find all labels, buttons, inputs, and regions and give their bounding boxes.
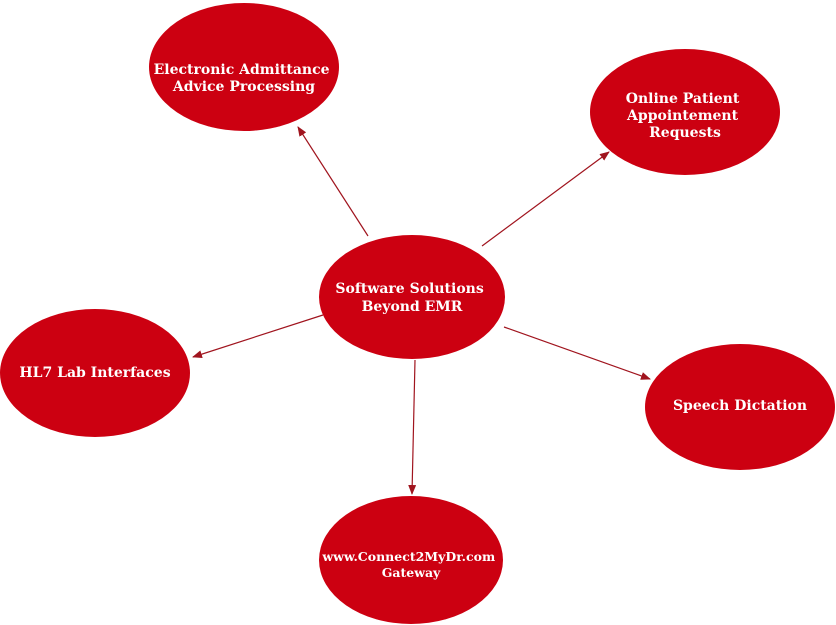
center-node: Software Solutions Beyond EMR	[319, 235, 505, 359]
node-admittance-label: Electronic Admittance Advice Processing	[154, 62, 335, 95]
node-gateway-label: www.Connect2MyDr.com Gateway	[321, 549, 499, 580]
node-admittance-label-line: Advice Processing	[172, 79, 315, 95]
connector-to-hl7	[192, 314, 324, 359]
node-appointments: Online Patient Appointement Requests	[590, 49, 780, 175]
connectors	[192, 126, 651, 495]
node-hl7-shape	[0, 309, 190, 437]
node-hl7: HL7 Lab Interfaces	[0, 309, 190, 437]
center-node-label: Software Solutions Beyond EMR	[335, 281, 488, 315]
node-speech-label: Speech Dictation	[673, 398, 807, 414]
node-appointments-label-line: Online Patient	[626, 91, 740, 107]
node-gateway: www.Connect2MyDr.com Gateway	[319, 496, 503, 624]
center-node-label-line: Beyond EMR	[362, 299, 463, 315]
node-hl7-label: HL7 Lab Interfaces	[19, 365, 170, 381]
node-admittance-label-line: Electronic Admittance	[154, 62, 330, 78]
connector-to-speech	[503, 326, 651, 380]
node-speech-label-line: Speech Dictation	[673, 398, 807, 414]
node-appointments-shape	[590, 49, 780, 175]
node-admittance: Electronic Admittance Advice Processing	[149, 3, 339, 131]
connector-to-admittance	[297, 126, 369, 237]
node-appointments-label: Online Patient Appointement Requests	[626, 91, 744, 141]
node-admittance-shape	[149, 3, 339, 131]
node-speech: Speech Dictation	[645, 344, 835, 470]
node-appointments-label-line: Appointement	[626, 108, 739, 124]
node-gateway-label-line: www.Connect2MyDr.com	[321, 549, 495, 564]
node-hl7-label-line: HL7 Lab Interfaces	[19, 365, 170, 381]
node-speech-shape	[645, 344, 835, 470]
node-appointments-label-line: Requests	[649, 125, 721, 141]
center-node-shape	[319, 235, 505, 359]
node-gateway-shape	[319, 496, 503, 624]
connector-to-gateway	[408, 359, 417, 495]
node-gateway-label-line: Gateway	[382, 565, 441, 580]
center-node-label-line: Software Solutions	[335, 281, 483, 297]
connector-to-appointments	[481, 151, 610, 247]
